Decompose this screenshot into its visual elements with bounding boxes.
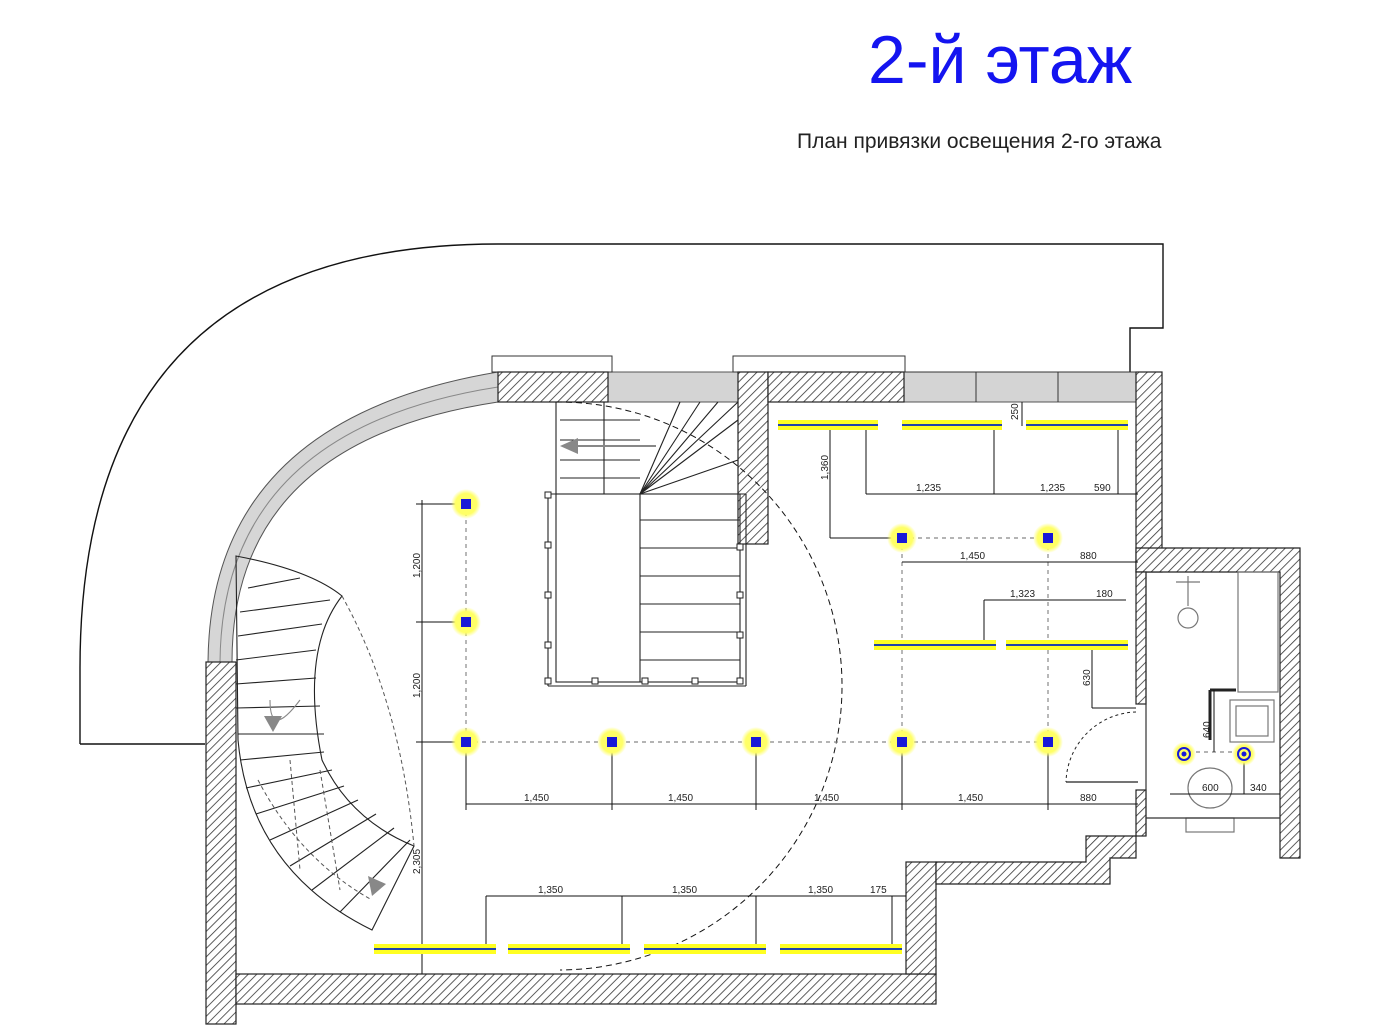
dim-label: 590 — [1094, 483, 1111, 494]
dim-label: 340 — [1250, 783, 1267, 794]
dim-label: 630 — [1082, 669, 1093, 686]
led-strip — [1006, 640, 1128, 650]
bathroom-spot-light — [1172, 742, 1196, 766]
stair-arrow-head — [560, 438, 578, 454]
dim-label: 600 — [1202, 783, 1219, 794]
led-strip — [780, 944, 902, 954]
stair-swing-arc — [555, 401, 843, 971]
dim-label: 1,323 — [1010, 589, 1035, 600]
dim-label: 880 — [1080, 551, 1097, 562]
bathroom-fixtures — [1145, 571, 1280, 836]
dim-label: 1,450 — [524, 793, 549, 804]
spot-light — [1033, 727, 1063, 757]
dim-label: 250 — [1010, 403, 1021, 420]
curved-window-line — [219, 386, 499, 663]
bathroom-spot-light — [1232, 742, 1256, 766]
dim-label: 1,235 — [916, 483, 941, 494]
spiral-hidden-lines — [257, 595, 415, 901]
dim-label: 1,200 — [412, 673, 423, 698]
dim-label: 1,450 — [814, 793, 839, 804]
spot-light — [741, 727, 771, 757]
spot-light — [451, 489, 481, 519]
alignment-lines — [465, 504, 1244, 753]
dimension-labels: 250 1,360 1,235 1,235 590 1,450 880 1,32… — [412, 403, 1267, 896]
dimension-lines — [416, 402, 1280, 974]
dim-label: 1,450 — [958, 793, 983, 804]
spot-light — [451, 607, 481, 637]
spiral-arrow-top — [264, 716, 282, 732]
led-strip — [874, 640, 996, 650]
window-sill-1 — [491, 355, 613, 373]
window-sill-2 — [732, 355, 906, 373]
led-strip — [508, 944, 630, 954]
spiral-arrow-bottom — [368, 876, 386, 896]
spot-light — [887, 727, 917, 757]
spot-light — [1033, 523, 1063, 553]
led-strip — [778, 420, 878, 430]
spot-lights — [451, 489, 1256, 766]
spot-light — [597, 727, 627, 757]
dim-label: 1,235 — [1040, 483, 1065, 494]
dim-label: 1,350 — [808, 885, 833, 896]
railing-posts — [544, 491, 744, 685]
dim-label: 1,450 — [960, 551, 985, 562]
led-strip — [644, 944, 766, 954]
dim-label: 1,200 — [412, 553, 423, 578]
bathroom-door-swing — [1065, 711, 1137, 783]
page-title: 2-й этаж — [868, 22, 1133, 98]
dim-label: 880 — [1080, 793, 1097, 804]
dim-label: 1,350 — [538, 885, 563, 896]
page-subtitle: План привязки освещения 2-го этажа — [797, 130, 1162, 153]
balcony-outline — [79, 243, 1164, 744]
spiral-staircase — [235, 555, 415, 931]
spot-light — [451, 727, 481, 757]
walls — [205, 371, 1301, 1025]
dim-label: 175 — [870, 885, 887, 896]
dim-label: 180 — [1096, 589, 1113, 600]
dim-label: 2,305 — [412, 849, 423, 874]
spot-light — [887, 523, 917, 553]
dim-label: 1,450 — [668, 793, 693, 804]
led-strip — [902, 420, 1002, 430]
led-strips — [374, 420, 1128, 954]
dim-label: 1,360 — [820, 455, 831, 480]
led-strip — [374, 944, 496, 954]
dim-label: 1,350 — [672, 885, 697, 896]
dim-label: 640 — [1202, 721, 1213, 738]
led-strip — [1026, 420, 1128, 430]
